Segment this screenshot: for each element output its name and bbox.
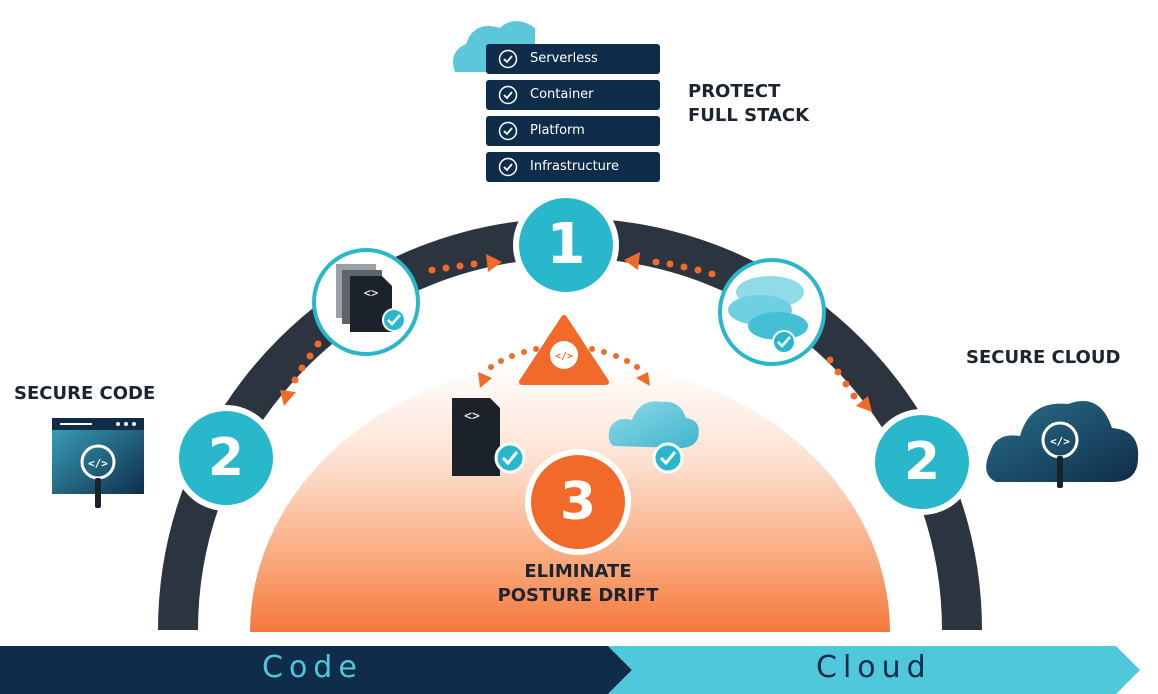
step-3-number: 3 [559, 472, 597, 532]
secure-code-heading: SECURE CODE [14, 383, 156, 404]
secure-cloud-tag-symbol: </> [1050, 435, 1070, 448]
secure-code-browser-icon [52, 418, 144, 508]
eliminate-heading: ELIMINATE POSTURE DRIFT [478, 560, 678, 608]
stack-item-platform: Platform [486, 116, 660, 146]
eliminate-heading-line2: POSTURE DRIFT [497, 585, 659, 606]
step-2-right-circle [869, 409, 975, 515]
stack-item-label: Infrastructure [530, 159, 619, 174]
code-band [0, 646, 632, 694]
check-icon [498, 85, 518, 105]
check-icon [498, 49, 518, 69]
drift-tag-symbol: </> [555, 351, 573, 362]
stack-item-label: Container [530, 87, 594, 102]
protect-heading-line2: FULL STACK [688, 105, 810, 126]
check-icon [498, 157, 518, 177]
step-1-circle [513, 192, 619, 298]
step-2-left-circle [173, 405, 279, 511]
protect-heading-line1: PROTECT [688, 81, 781, 102]
cloud-band [608, 646, 1140, 694]
step-3-circle [525, 449, 631, 555]
arc-arrows [280, 252, 872, 412]
code-files-symbol: <> [364, 286, 378, 300]
stack-item-container: Container [486, 80, 660, 110]
drift-arrows [478, 346, 650, 388]
stack-item-label: Platform [530, 123, 585, 138]
stack-item-infrastructure: Infrastructure [486, 152, 660, 182]
drift-cloud-icon [608, 401, 699, 474]
step-2-right-number: 2 [903, 432, 941, 492]
cloud-stack-icon [718, 258, 826, 366]
secure-code-tag-symbol: </> [88, 457, 108, 470]
drift-code-file-symbol: <> [464, 409, 480, 424]
step-1-number: 1 [546, 212, 586, 277]
drift-warning-icon [519, 315, 609, 385]
eliminate-heading-line1: ELIMINATE [524, 561, 632, 582]
stack-item-serverless: Serverless [486, 44, 660, 74]
secure-cloud-icon [986, 401, 1139, 488]
secure-cloud-heading: SECURE CLOUD [966, 347, 1121, 368]
check-icon [498, 121, 518, 141]
cloud-band-label: Cloud [816, 650, 932, 685]
drift-code-file-icon [452, 398, 526, 476]
code-files-icon [312, 248, 420, 356]
step-2-left-number: 2 [207, 428, 245, 488]
code-band-label: Code [262, 650, 363, 685]
protect-heading: PROTECT FULL STACK [688, 80, 809, 128]
stack-item-label: Serverless [530, 51, 598, 66]
